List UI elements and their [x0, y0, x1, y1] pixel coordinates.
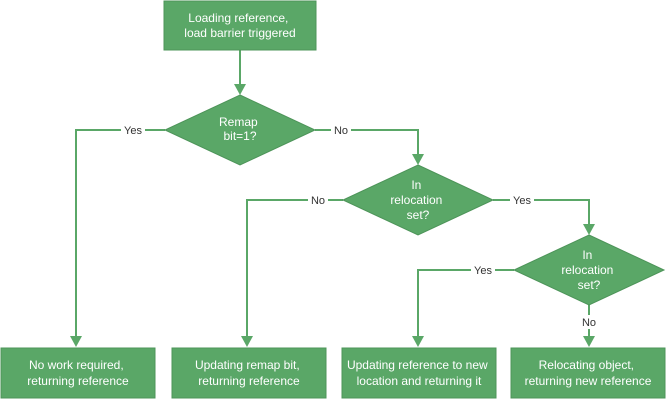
svg-text:Updating remap bit, re: Updating remap bit, returning reference — [195, 358, 303, 388]
node-reloc1-line-3: set? — [407, 208, 430, 222]
edge-label-remap-no: No — [334, 125, 348, 137]
edge-label-reloc2-yes: Yes — [474, 265, 492, 277]
node-no-work-line-1: No work required, — [29, 358, 124, 372]
edge-label-reloc1-no: No — [311, 195, 325, 207]
arrow-reloc1-no — [241, 336, 253, 347]
edge-remap-no — [315, 129, 419, 156]
node-start-line-2: load barrier triggered — [184, 26, 295, 40]
svg-text:In relocation: In relocation set? — [561, 248, 616, 292]
arrow-start-to-remap — [234, 84, 246, 95]
arrow-remap-no — [412, 154, 424, 165]
node-relocate-object: Relocating object, returning new referen… — [510, 347, 666, 399]
node-relocate-object-line-1: Relocating object, — [539, 358, 634, 372]
node-update-reference-line-1: Updating reference to new — [347, 358, 488, 372]
node-update-remap-line-1: Updating remap bit, — [195, 358, 300, 372]
edge-labels: Yes No No Yes Yes No — [121, 123, 600, 329]
svg-text:Relocating object, ret: Relocating object, returning new referen… — [525, 358, 652, 388]
svg-text:Updating reference to new: Updating reference to new location and r… — [347, 358, 491, 388]
svg-text:Remap bit=1?: Remap bit=1? — [219, 115, 261, 143]
node-no-work-line-2: returning reference — [27, 374, 129, 388]
edge-reloc1-no — [246, 199, 343, 338]
arrow-remap-yes — [70, 336, 82, 347]
node-start-line-1: Loading reference, — [188, 11, 288, 25]
node-start: Loading reference, load barrier triggere… — [163, 0, 317, 51]
node-reloc2-line-2: relocation — [561, 263, 613, 277]
edge-remap-yes — [75, 129, 165, 338]
edge-reloc1-yes — [493, 199, 590, 226]
node-reloc1-line-1: In — [411, 178, 421, 192]
edge-reloc2-yes — [417, 269, 514, 338]
node-reloc2-line-3: set? — [578, 278, 601, 292]
node-remap-line-1: Remap — [219, 115, 258, 129]
arrow-reloc2-yes — [412, 336, 424, 347]
svg-text:In relocation: In relocation set? — [390, 178, 445, 222]
svg-text:No work required, retu: No work required, returning reference — [27, 358, 129, 388]
arrow-reloc2-no — [583, 336, 595, 347]
node-relocate-object-line-2: returning new reference — [525, 374, 652, 388]
node-no-work: No work required, returning reference — [0, 347, 156, 399]
node-update-reference: Updating reference to new location and r… — [341, 347, 497, 399]
edge-label-remap-yes: Yes — [124, 125, 142, 137]
node-update-remap-line-2: returning reference — [198, 374, 300, 388]
node-relocation-decision-2: In relocation set? — [512, 234, 666, 306]
node-reloc2-line-1: In — [582, 248, 592, 262]
node-update-remap: Updating remap bit, returning reference — [171, 347, 327, 399]
node-relocation-decision-1: In relocation set? — [341, 164, 495, 236]
node-update-reference-line-2: location and returning it — [357, 374, 482, 388]
arrow-reloc1-yes — [583, 224, 595, 235]
node-remap-line-2: bit=1? — [223, 129, 256, 143]
svg-text:Loading reference, loa: Loading reference, load barrier triggere… — [184, 11, 295, 40]
edge-label-reloc1-yes: Yes — [513, 195, 531, 207]
edge-label-reloc2-no: No — [582, 317, 596, 329]
node-remap-decision: Remap bit=1? — [163, 94, 317, 166]
node-reloc1-line-2: relocation — [390, 193, 442, 207]
